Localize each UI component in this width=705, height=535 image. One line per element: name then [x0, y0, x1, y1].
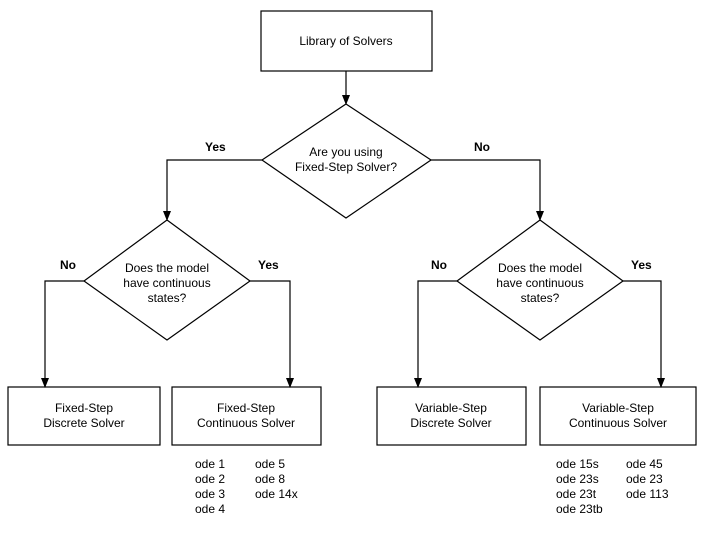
- variable-continuous-line2: Continuous Solver: [568, 416, 668, 430]
- solver-item: ode 45: [626, 457, 663, 471]
- fixed-continuous-list-col1: ode 1 ode 2 ode 3 ode 4: [195, 457, 225, 517]
- variable-continuous-line1: Variable-Step: [582, 401, 654, 415]
- variable-continuous-list-col2: ode 45 ode 23 ode 113: [626, 457, 669, 502]
- fixed-discrete-line2: Discrete Solver: [43, 416, 125, 430]
- left-decision-line3: states?: [147, 291, 187, 305]
- right-decision-label: Does the model have continuous states?: [496, 261, 583, 306]
- solver-item: ode 23: [626, 472, 663, 486]
- left-decision-line1: Does the model: [124, 261, 210, 275]
- root-label: Library of Solvers: [299, 34, 392, 49]
- main-decision-diamond: [260, 103, 433, 219]
- left-decision-label: Does the model have continuous states?: [123, 261, 210, 306]
- edge-label-left-no: No: [60, 258, 76, 272]
- solver-item: ode 5: [255, 457, 286, 471]
- fixed-discrete-line1: Fixed-Step: [54, 401, 114, 415]
- variable-continuous-box: [539, 386, 697, 446]
- fixed-continuous-list-col2: ode 5 ode 8 ode 14x: [255, 457, 298, 502]
- root-box: [260, 10, 433, 72]
- right-decision-line1: Does the model: [497, 261, 583, 275]
- solver-item: ode 113: [626, 487, 669, 501]
- right-decision-line2: have continuous: [496, 276, 584, 290]
- variable-discrete-line1: Variable-Step: [415, 401, 487, 415]
- solver-item: ode 23s: [556, 472, 599, 486]
- variable-discrete-line2: Discrete Solver: [410, 416, 492, 430]
- solver-item: ode 14x: [255, 487, 298, 501]
- edge-right-no: [414, 280, 457, 388]
- edge-label-left-yes: Yes: [258, 258, 279, 272]
- variable-discrete-box: [376, 386, 527, 446]
- solver-item: ode 8: [255, 472, 286, 486]
- edge-label-main-no: No: [474, 140, 490, 154]
- main-decision-line1: Are you using: [309, 145, 383, 159]
- fixed-continuous-line1: Fixed-Step: [216, 401, 276, 415]
- left-decision-line2: have continuous: [123, 276, 211, 290]
- solver-item: ode 2: [195, 472, 226, 486]
- left-decision-diamond: [82, 219, 252, 341]
- solver-item: ode 23tb: [556, 502, 603, 516]
- variable-continuous-list-col1: ode 15s ode 23s ode 23t ode 23tb: [556, 457, 603, 517]
- variable-continuous-label: Variable-Step Continuous Solver: [569, 401, 667, 431]
- main-decision-label: Are you using Fixed-Step Solver?: [295, 145, 397, 175]
- fixed-discrete-box: [7, 386, 161, 446]
- main-decision-line2: Fixed-Step Solver?: [294, 160, 398, 174]
- root-text: Library of Solvers: [299, 34, 393, 48]
- edge-label-main-yes: Yes: [205, 140, 226, 154]
- edge-main-yes: [163, 159, 262, 221]
- right-decision-diamond: [455, 219, 625, 341]
- variable-discrete-label: Variable-Step Discrete Solver: [410, 401, 491, 431]
- edge-main-no: [431, 159, 544, 221]
- solver-item: ode 3: [195, 487, 226, 501]
- solver-item: ode 23t: [556, 487, 597, 501]
- edge-left-yes: [250, 280, 294, 388]
- fixed-continuous-label: Fixed-Step Continuous Solver: [197, 401, 295, 431]
- edge-label-right-yes: Yes: [631, 258, 652, 272]
- edge-left-no: [41, 280, 84, 388]
- edge-right-yes: [623, 280, 665, 388]
- fixed-continuous-box: [171, 386, 322, 446]
- edge-label-right-no: No: [431, 258, 447, 272]
- solver-item: ode 1: [195, 457, 226, 471]
- fixed-discrete-label: Fixed-Step Discrete Solver: [43, 401, 124, 431]
- fixed-continuous-line2: Continuous Solver: [196, 416, 296, 430]
- right-decision-line3: states?: [520, 291, 560, 305]
- solver-item: ode 4: [195, 502, 226, 516]
- solver-item: ode 15s: [556, 457, 599, 471]
